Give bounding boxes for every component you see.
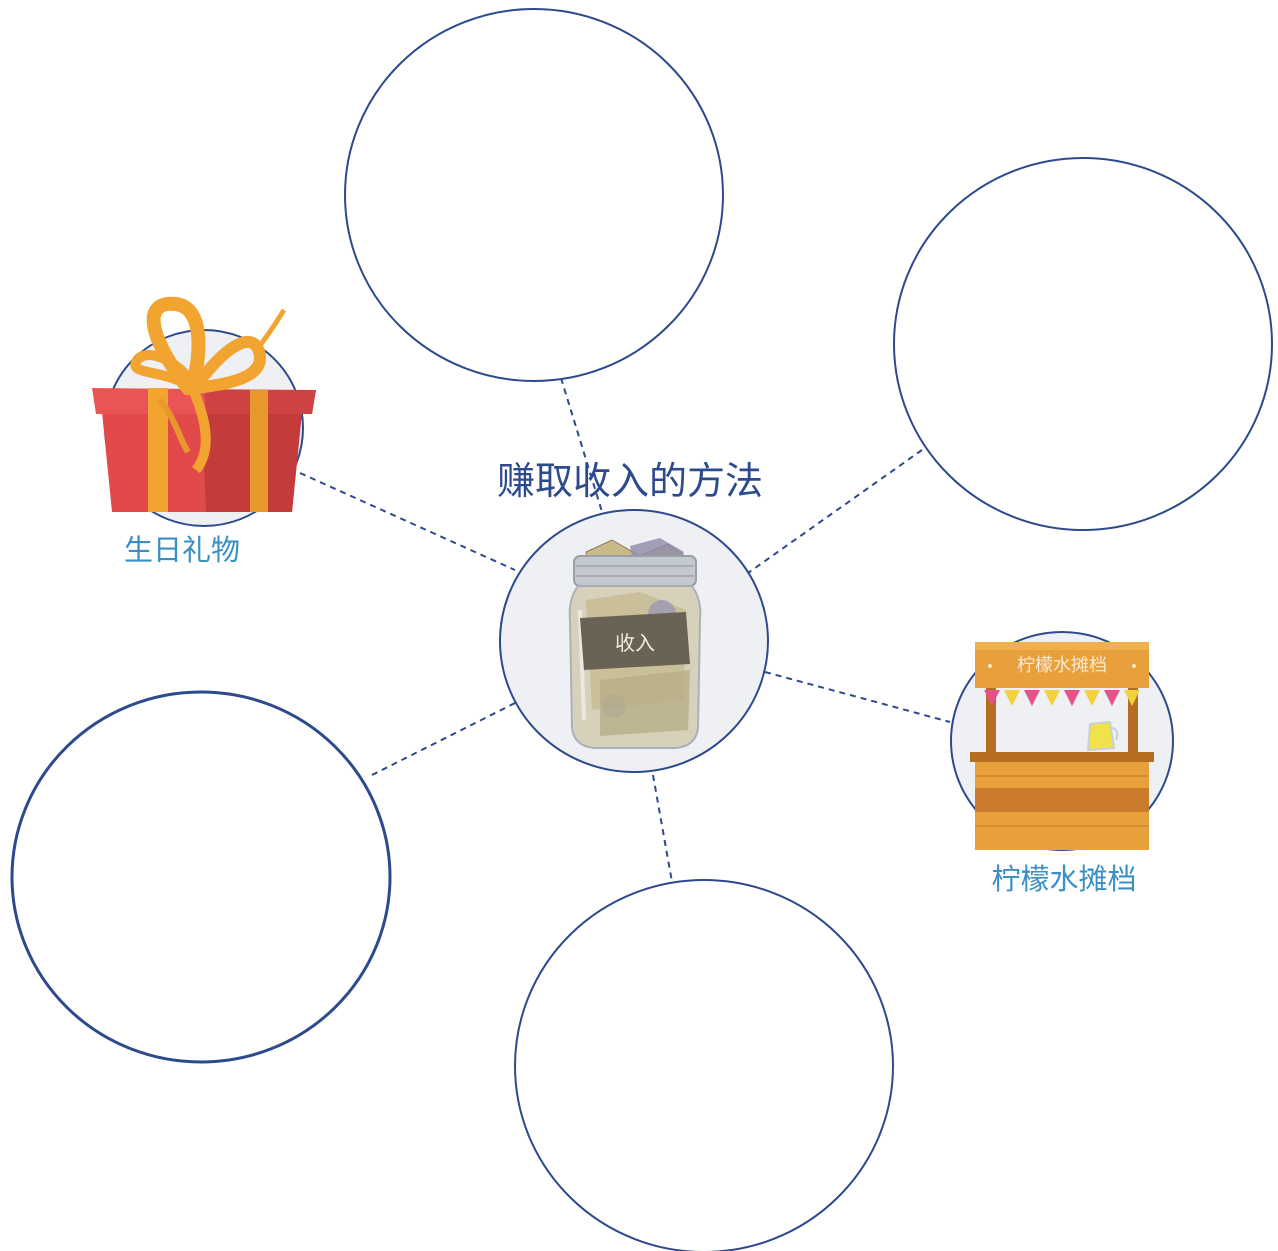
connector-lemonade	[764, 671, 951, 723]
lemonade-label: 柠檬水摊档	[991, 862, 1136, 896]
connector-bottom	[652, 774, 673, 883]
lemonade-sign-text: 柠檬水摊档	[1017, 655, 1107, 676]
lemonade-stand-icon	[970, 642, 1154, 850]
connector-gift	[299, 472, 516, 571]
empty-circle-bottom[interactable]	[514, 879, 894, 1251]
jar-label: 收入	[615, 631, 655, 655]
gift-box-icon	[92, 296, 316, 512]
connector-top	[560, 377, 604, 516]
diagram-title: 赚取收入的方法	[497, 459, 763, 503]
connector-right	[747, 449, 923, 574]
lemonade-node[interactable]: 柠檬水摊档 柠檬水摊档	[950, 631, 1174, 896]
empty-circle-top[interactable]	[344, 8, 724, 382]
empty-circle-left[interactable]	[10, 690, 392, 1064]
money-jar-icon	[568, 538, 702, 749]
center-node[interactable]: 收入	[499, 509, 769, 773]
gift-label: 生日礼物	[124, 533, 240, 567]
empty-circle-right[interactable]	[893, 157, 1273, 531]
gift-node[interactable]: 生日礼物	[92, 296, 316, 567]
connector-left	[371, 702, 516, 776]
